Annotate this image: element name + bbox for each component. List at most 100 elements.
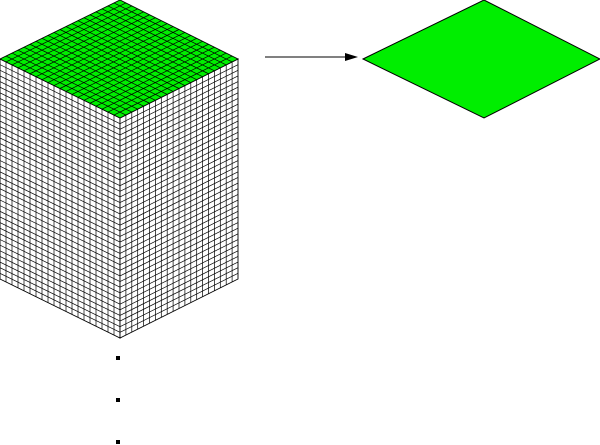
right-grid-line (119, 75, 239, 136)
continuation-dots (116, 356, 120, 444)
top-grid-line (83, 40, 203, 101)
left-grid-line (0, 126, 121, 187)
right-grid-line (119, 64, 239, 124)
left-grid-line (0, 216, 121, 277)
right-grid-line (119, 120, 239, 181)
left-grid-line (0, 182, 121, 243)
left-grid-line (0, 160, 121, 220)
right-grid-line (119, 132, 239, 192)
left-grid-line (0, 98, 121, 158)
right-grid-line (119, 205, 239, 265)
left-grid-line (0, 194, 121, 254)
left-grid-line (0, 222, 121, 282)
continuation-dot (116, 356, 120, 360)
right-grid-line (119, 244, 239, 305)
left-grid-line (0, 171, 121, 232)
left-grid-line (0, 92, 121, 153)
left-grid-line (0, 273, 121, 333)
left-grid-line (0, 177, 121, 237)
top-grid-line (59, 29, 180, 89)
left-grid-line (0, 267, 121, 328)
left-grid-line (0, 86, 121, 147)
right-grid-line (119, 261, 239, 322)
left-grid-line (0, 137, 121, 198)
top-grid-line (89, 43, 209, 104)
top-grid-line (65, 26, 186, 86)
continuation-dot (116, 440, 120, 444)
right-grid-line (119, 165, 239, 226)
top-grid-line (89, 14, 209, 75)
top-grid-line (101, 49, 221, 110)
right-grid-line (119, 233, 239, 294)
right-grid-line (119, 250, 239, 311)
top-grid-line (101, 8, 221, 69)
flat-green-square (361, 0, 600, 119)
top-grid-line (107, 5, 227, 66)
left-grid-line (0, 143, 121, 203)
top-grid-line (95, 11, 215, 72)
arrow-head (345, 53, 358, 61)
left-grid-line (0, 205, 121, 265)
right-grid-line (119, 86, 239, 147)
right-grid-line (119, 148, 239, 209)
left-grid-line (0, 244, 121, 305)
top-grid-line (83, 17, 203, 78)
right-grid-line (119, 222, 239, 282)
left-grid-line (0, 210, 121, 271)
continuation-dot (116, 398, 120, 402)
right-grid-line (119, 143, 239, 203)
right-grid-line (119, 273, 239, 333)
transform-arrow (265, 53, 358, 61)
left-grid-line (0, 165, 121, 226)
right-grid-line (119, 182, 239, 243)
right-grid-line (119, 98, 239, 158)
right-grid-line (119, 210, 239, 271)
right-grid-line (119, 92, 239, 153)
left-grid-line (0, 261, 121, 322)
top-grid-line (77, 38, 197, 98)
top-grid-line (113, 2, 233, 63)
top-grid-line (65, 32, 186, 92)
right-grid-line (119, 216, 239, 277)
right-grid-line (119, 109, 239, 170)
right-grid-line (119, 115, 239, 175)
left-grid-line (0, 132, 121, 192)
left-grid-line (0, 120, 121, 181)
block-top-face (0, 0, 240, 119)
left-grid-line (0, 227, 121, 288)
right-grid-line (119, 256, 239, 316)
left-grid-line (0, 188, 121, 249)
left-grid-line (0, 250, 121, 311)
right-grid-line (119, 160, 239, 220)
left-grid-line (0, 154, 121, 215)
left-grid-line (0, 199, 121, 260)
right-grid-line (119, 188, 239, 249)
left-grid-line (0, 115, 121, 175)
right-grid-line (119, 171, 239, 232)
right-grid-line (119, 154, 239, 215)
left-grid-line (0, 103, 121, 164)
top-grid-line (71, 23, 191, 83)
right-grid-line (119, 81, 239, 141)
top-grid-line (107, 52, 227, 113)
right-grid-line (119, 199, 239, 260)
right-grid-line (119, 267, 239, 328)
top-grid-line (71, 35, 191, 95)
right-grid-line (119, 103, 239, 164)
left-grid-line (0, 148, 121, 209)
right-grid-line (119, 194, 239, 254)
left-grid-line (0, 256, 121, 316)
left-grid-line (0, 75, 121, 136)
block-left-face (0, 58, 121, 339)
top-grid-line (77, 20, 197, 80)
left-grid-line (0, 64, 121, 124)
top-grid-line (113, 55, 233, 116)
top-grid-line (95, 46, 215, 107)
left-grid-line (0, 239, 121, 299)
right-grid-line (119, 177, 239, 237)
right-grid-line (119, 137, 239, 198)
right-grid-line (119, 227, 239, 288)
right-grid-line (119, 239, 239, 299)
left-grid-line (0, 233, 121, 294)
